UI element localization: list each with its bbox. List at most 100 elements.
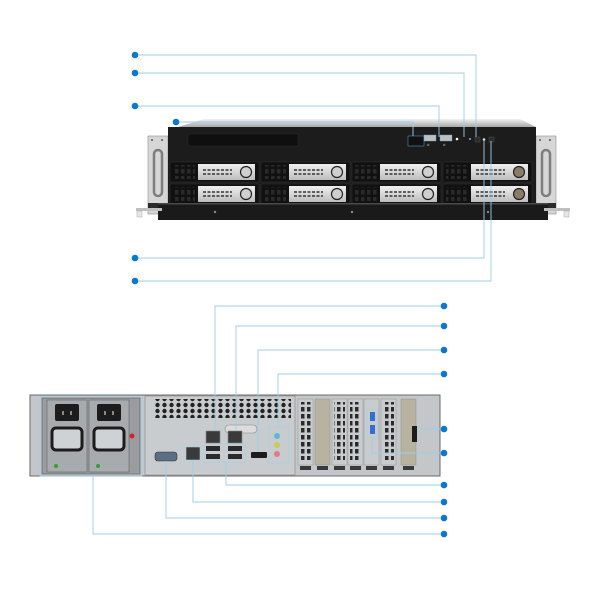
front-usb-port-2[interactable]	[439, 134, 453, 142]
drive-tray-handle[interactable]	[380, 164, 437, 180]
drive-bay-3[interactable]	[351, 161, 442, 183]
callout-line-front-3	[135, 105, 440, 137]
pcie-slot-4	[347, 398, 364, 470]
callout-dot-rear-2[interactable]	[440, 322, 448, 330]
alarm-reset-button[interactable]	[129, 433, 135, 439]
drive-bay-1[interactable]	[169, 161, 260, 183]
foot-right	[563, 210, 570, 218]
drive-bay-vent	[446, 187, 468, 201]
drive-bay-4[interactable]	[442, 161, 533, 183]
copy-button[interactable]	[488, 136, 495, 143]
drive-bay-8[interactable]	[442, 183, 533, 205]
callout-dot-rear-3[interactable]	[440, 346, 448, 354]
usb3-expansion-card[interactable]	[366, 408, 379, 438]
drive-tray-handle[interactable]	[198, 186, 255, 202]
callout-dot-rear-1[interactable]	[440, 302, 448, 310]
callout-line-rear-2	[235, 325, 444, 431]
left-rack-ear	[147, 135, 170, 215]
callout-dot-front-2[interactable]	[131, 69, 139, 77]
audio-ports[interactable]	[268, 426, 290, 464]
status-led	[469, 138, 471, 140]
callout-line-front-5	[135, 141, 485, 259]
psu-handle[interactable]	[50, 426, 84, 452]
bezel-edge	[158, 203, 548, 205]
pcie-slot-2	[314, 398, 331, 470]
drive-tray-handle[interactable]	[289, 186, 346, 202]
front-usb-port-1[interactable]	[423, 134, 437, 142]
redundant-power-supply[interactable]	[39, 395, 143, 477]
power-inlet[interactable]	[55, 404, 79, 421]
callout-dot-rear-9[interactable]	[440, 514, 448, 522]
callout-line-front-4	[176, 121, 414, 136]
callout-line-front-6	[135, 141, 492, 282]
management-lan-port[interactable]	[185, 446, 201, 461]
callout-line-rear-10	[92, 476, 444, 535]
foot-left	[136, 210, 143, 218]
slot-tab	[334, 466, 345, 470]
callout-line-rear-1	[214, 305, 444, 431]
drive-lock-icon[interactable]	[330, 165, 344, 179]
psu-handle[interactable]	[92, 426, 126, 452]
drive-lock-icon[interactable]	[239, 165, 253, 179]
screw	[486, 210, 490, 214]
front-control-panel: ⇌ ⇌	[407, 134, 495, 147]
callout-dot-rear-10[interactable]	[440, 530, 448, 538]
drive-bay-5[interactable]	[169, 183, 260, 205]
drive-tray-handle[interactable]	[289, 164, 346, 180]
drive-lock-icon[interactable]	[330, 187, 344, 201]
drive-lock-icon[interactable]	[512, 165, 526, 179]
usb-icon: ⇌	[443, 143, 446, 147]
lan-port-1[interactable]	[205, 430, 221, 444]
drive-bay-vent	[446, 165, 468, 179]
callout-line-front-1	[135, 54, 477, 137]
callout-dot-front-6[interactable]	[131, 277, 139, 285]
drive-bay-6[interactable]	[260, 183, 351, 205]
drive-bay-7[interactable]	[351, 183, 442, 205]
sas-expansion-port[interactable]	[412, 426, 417, 442]
callout-dot-front-5[interactable]	[131, 254, 139, 262]
hdmi-port[interactable]	[251, 452, 267, 458]
callout-line-rear-9	[165, 461, 444, 519]
right-rack-ear	[534, 135, 557, 215]
callout-dot-rear-5[interactable]	[440, 425, 448, 433]
status-led	[455, 137, 459, 141]
drive-lock-icon[interactable]	[421, 165, 435, 179]
reset-button[interactable]	[482, 138, 486, 141]
callout-line-rear-8	[192, 460, 444, 503]
callout-dot-front-4[interactable]	[172, 118, 180, 126]
callout-dot-rear-8[interactable]	[440, 498, 448, 506]
power-button[interactable]	[474, 136, 481, 143]
drive-lock-icon[interactable]	[421, 187, 435, 201]
lcd-button-panel[interactable]	[407, 135, 425, 147]
callout-line-rear-4	[277, 373, 444, 427]
pcie-slot-6	[380, 398, 397, 470]
drive-tray-handle[interactable]	[380, 186, 437, 202]
drive-bay-2[interactable]	[260, 161, 351, 183]
front-view: ⇌ ⇌	[136, 119, 570, 220]
serial-port[interactable]	[154, 451, 178, 462]
callout-dot-rear-6[interactable]	[440, 449, 448, 457]
drive-bay-vent	[264, 165, 286, 179]
rail-right	[544, 208, 570, 211]
drive-bay-vent	[173, 187, 195, 201]
drive-lock-icon[interactable]	[239, 187, 253, 201]
callout-dot-rear-4[interactable]	[440, 370, 448, 378]
slot-tab	[300, 466, 311, 470]
drive-tray-handle[interactable]	[198, 164, 255, 180]
drive-tray-handle[interactable]	[471, 164, 528, 180]
drive-tray-handle[interactable]	[471, 186, 528, 202]
callout-dot-rear-7[interactable]	[440, 481, 448, 489]
slot-vent	[350, 402, 361, 460]
psu-module-2	[88, 399, 130, 473]
psu-led	[54, 464, 58, 468]
lan-port-2[interactable]	[227, 430, 243, 444]
rail-left	[136, 208, 162, 211]
callout-dot-front-1[interactable]	[131, 51, 139, 59]
usb-ports-rear[interactable]	[203, 443, 246, 463]
power-inlet[interactable]	[97, 404, 121, 421]
drive-lock-icon[interactable]	[512, 187, 526, 201]
callout-dot-front-3[interactable]	[131, 102, 139, 110]
drive-bay-vent	[173, 165, 195, 179]
slot-tab	[317, 466, 328, 470]
pcie-slot-1	[297, 398, 314, 470]
